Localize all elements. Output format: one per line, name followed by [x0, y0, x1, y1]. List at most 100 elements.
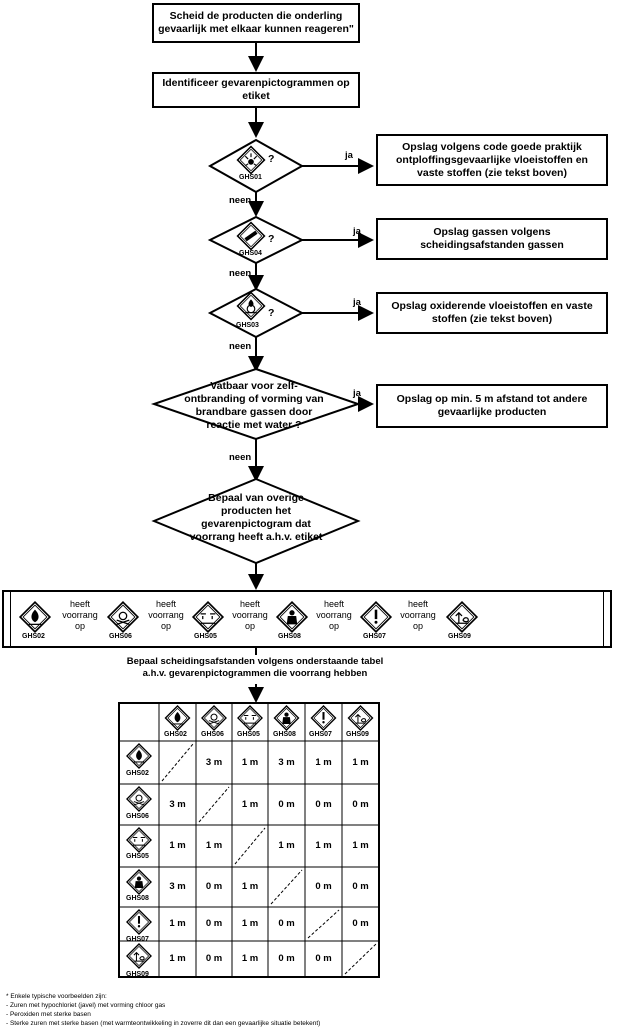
decision-3-outcome-box: Opslag oxiderende vloeistoffen en vaste … — [376, 292, 608, 334]
table-row-skull-icon — [126, 786, 152, 812]
table-col-code-3: GHS05 — [237, 731, 260, 738]
precedence-health-hazard-icon-4 — [276, 601, 308, 633]
table-cell: 1 m — [241, 953, 259, 964]
table-intro-text: Bepaal scheidingsafstanden volgens onder… — [126, 656, 384, 679]
table-row-corrosion-icon — [126, 827, 152, 853]
table-diagonal-cell — [270, 869, 303, 905]
table-row-code-5: GHS07 — [126, 936, 149, 943]
table-row-flame-icon — [126, 743, 152, 769]
table-cell: 1 m — [241, 918, 259, 929]
decision-3-code: GHS03 — [236, 322, 259, 329]
decision-2-no-label: neen — [229, 268, 252, 279]
table-cell: 1 m — [278, 840, 295, 851]
table-cell: 1 m — [241, 881, 259, 892]
table-cell: 1 m — [241, 798, 259, 810]
precedence-environment-icon-6 — [446, 601, 478, 633]
decision-3-question: ? — [268, 307, 275, 319]
table-row-code-6: GHS09 — [126, 971, 149, 978]
decision-1-outcome-text: Opslag volgens code goede praktijk ontpl… — [396, 140, 588, 179]
footnote-1: * Enkele typische voorbeelden zijn: — [6, 993, 107, 1000]
decision-1-yes-label: ja — [345, 150, 353, 161]
decision-2-yes-label: ja — [353, 226, 361, 237]
table-col-skull-icon — [201, 705, 227, 731]
table-cell: 0 m — [315, 881, 332, 892]
precedence-code-5: GHS07 — [363, 633, 386, 640]
footnote-3: - Peroxiden met sterke basen — [6, 1011, 91, 1018]
table-cell: 1 m — [315, 840, 332, 851]
decision-4-outcome-text: Opslag op min. 5 m afstand tot andere ge… — [396, 393, 588, 418]
precedence-skull-icon-2 — [107, 601, 139, 633]
table-diagonal-cell — [234, 827, 266, 865]
table-col-code-2: GHS06 — [201, 731, 224, 738]
step-determine-text: Bepaal van overige producten het gevaren… — [189, 492, 323, 543]
decision-2-code: GHS04 — [239, 250, 262, 257]
table-cell: 0 m — [205, 918, 223, 929]
table-cell: 0 m — [315, 953, 332, 964]
decision-1-no-label: neen — [229, 195, 252, 206]
table-row-environment-icon — [126, 943, 152, 969]
table-col-code-5: GHS07 — [309, 731, 332, 738]
precedence-code-1: GHS02 — [22, 633, 45, 640]
table-cell: 0 m — [278, 798, 295, 810]
precedence-bar — [2, 590, 612, 648]
step-separate-text: Scheid de producten die onderling gevaar… — [158, 10, 354, 35]
table-col-code-1: GHS02 — [164, 731, 187, 738]
step-identify-box: Identificeer gevarenpictogrammen op etik… — [152, 72, 360, 108]
table-row-code-4: GHS08 — [126, 895, 149, 902]
table-row-code-1: GHS02 — [126, 770, 149, 777]
decision-4-yes-label: ja — [353, 388, 361, 399]
decision-1-code: GHS01 — [239, 174, 262, 181]
table-col-environment-icon — [347, 705, 374, 731]
table-col-corrosion-icon — [237, 705, 263, 731]
table-cell: 0 m — [205, 953, 223, 964]
table-cell: 1 m — [205, 840, 223, 851]
table-col-exclamation-icon — [310, 705, 337, 731]
precedence-label-3: heeft voorrang op — [232, 599, 268, 631]
table-row-health-hazard-icon — [126, 869, 152, 895]
decision-2-outcome-text: Opslag gassen volgens scheidingsafstande… — [420, 226, 564, 251]
precedence-corrosion-icon-3 — [192, 601, 224, 633]
table-col-code-4: GHS08 — [273, 731, 296, 738]
table-row-exclamation-icon — [126, 909, 152, 935]
decision-3-no-label: neen — [229, 341, 252, 352]
table-row-code-3: GHS05 — [126, 853, 149, 860]
table-cell: 1 m — [169, 918, 186, 929]
table-diagonal-cell — [307, 909, 340, 939]
precedence-label-2: heeft voorrang op — [148, 599, 184, 631]
precedence-label-1: heeft voorrang op — [62, 599, 98, 631]
table-cell: 1 m — [352, 840, 369, 851]
precedence-code-2: GHS06 — [109, 633, 132, 640]
table-cell: 0 m — [352, 881, 369, 892]
decision-3-outcome-text: Opslag oxiderende vloeistoffen en vaste … — [391, 300, 593, 325]
decision-3-yes-label: ja — [353, 297, 361, 308]
ghs01-pictogram — [236, 145, 266, 175]
decision-1-question: ? — [268, 153, 275, 165]
ghs03-pictogram — [236, 291, 266, 321]
precedence-code-6: GHS09 — [448, 633, 471, 640]
decision-4-question: Vatbaar voor zelf-ontbranding of vorming… — [184, 380, 324, 431]
decision-2-outcome-box: Opslag gassen volgens scheidingsafstande… — [376, 218, 608, 260]
decision-1-outcome-box: Opslag volgens code goede praktijk ontpl… — [376, 134, 608, 186]
step-separate-box: Scheid de producten die onderling gevaar… — [152, 3, 360, 43]
table-col-code-6: GHS09 — [346, 731, 369, 738]
precedence-code-4: GHS08 — [278, 633, 301, 640]
table-cell: 1 m — [169, 840, 186, 851]
table-cell: 3 m — [278, 756, 295, 768]
table-cell: 3 m — [169, 881, 186, 892]
table-cell: 0 m — [205, 881, 223, 892]
decision-4-diamond — [150, 367, 362, 441]
table-cell: 0 m — [315, 798, 332, 810]
step-determine-diamond — [151, 477, 361, 565]
table-row-code-2: GHS06 — [126, 813, 149, 820]
footnote-2: - Zuren met hypochloriet (javel) met vor… — [6, 1002, 166, 1009]
table-cell: 0 m — [278, 918, 295, 929]
table-diagonal-cell — [161, 743, 194, 782]
table-cell: 0 m — [278, 953, 295, 964]
footnote-4: - Sterke zuren met sterke basen (met war… — [6, 1020, 321, 1027]
precedence-label-5: heeft voorrang op — [400, 599, 436, 631]
table-cell: 0 m — [352, 918, 369, 929]
step-identify-text: Identificeer gevarenpictogrammen op etik… — [162, 77, 350, 102]
table-diagonal-cell — [198, 786, 230, 823]
